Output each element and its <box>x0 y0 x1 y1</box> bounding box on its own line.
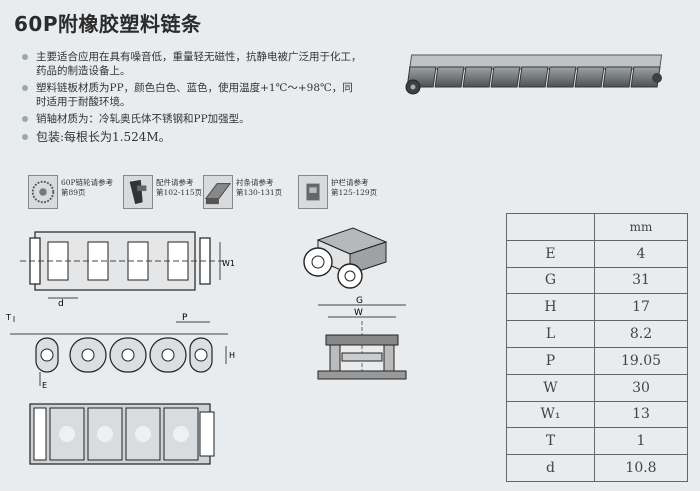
table-row: G 31 <box>506 266 688 295</box>
dimension-g: G <box>356 296 363 306</box>
front-section-drawing: G W <box>317 296 407 380</box>
table-row: L 8.2 <box>506 320 688 348</box>
bullet-icon <box>22 54 28 60</box>
table-row: E 4 <box>506 239 688 268</box>
table-row: H 17 <box>506 293 688 322</box>
chain-product-photo <box>405 54 663 95</box>
feature-item: 销轴材质为：冷轧奥氏体不锈钢和PP加强型。 <box>22 112 362 126</box>
page-title: 60P附橡胶塑料链条 <box>14 12 202 36</box>
table-row: W 30 <box>506 373 688 402</box>
accessory-icon <box>123 175 153 209</box>
top-view-drawing: W1 d <box>20 231 235 308</box>
feature-item: 主要适合应用在具有噪音低，重量轻无磁性，抗静电被广泛用于化工，药品的制造设备上。 <box>22 50 362 78</box>
feature-list: 主要适合应用在具有噪音低，重量轻无磁性，抗静电被广泛用于化工，药品的制造设备上。… <box>22 50 362 147</box>
sprocket-icon <box>28 175 58 209</box>
table-row: d 10.8 <box>506 454 688 482</box>
guide-rail-icon <box>298 175 328 209</box>
bullet-icon <box>22 134 28 140</box>
table-row: P 19.05 <box>506 346 688 375</box>
table-row: T 1 <box>506 427 688 456</box>
table-row: W₁ 13 <box>506 400 688 429</box>
dimension-p: P <box>182 313 188 323</box>
side-view-drawing: T P H E <box>5 313 235 390</box>
dimension-e: E <box>42 381 47 390</box>
unit-header: mm <box>594 213 688 241</box>
dimension-h: H <box>229 351 235 360</box>
thumb-guide-rail: 护栏请参考 第125-129页 <box>298 175 391 209</box>
wear-strip-icon <box>203 175 233 209</box>
reference-thumbnails: 60P链轮请参考 第89页 配件请参考 第102-115页 <box>28 175 408 219</box>
thumb-accessory: 配件请参考 第102-115页 <box>123 175 216 209</box>
feature-item: 塑料链板材质为PP，颜色白色、蓝色，使用温度+1℃～+98℃，同时适用于耐酸环境… <box>22 81 362 109</box>
thumb-sprocket: 60P链轮请参考 第89页 <box>28 175 121 209</box>
feature-item: 包装:每根长为1.524M。 <box>22 130 362 144</box>
dimension-w1: W1 <box>222 259 235 268</box>
dimension-w: W <box>354 308 363 318</box>
table-header-row: mm <box>506 213 688 241</box>
thumb-wear-strip: 衬条请参考 第130-131页 <box>203 175 296 209</box>
single-link-3d-drawing <box>303 227 388 289</box>
bullet-icon <box>22 85 28 91</box>
dimension-d: d <box>58 299 64 308</box>
bullet-icon <box>22 116 28 122</box>
dimension-t: T <box>5 313 11 322</box>
spec-table: mm E 4 G 31 H 17 L 8.2 P 19.05 W 30 W₁ 1… <box>506 213 688 482</box>
bottom-view-drawing <box>29 403 215 465</box>
